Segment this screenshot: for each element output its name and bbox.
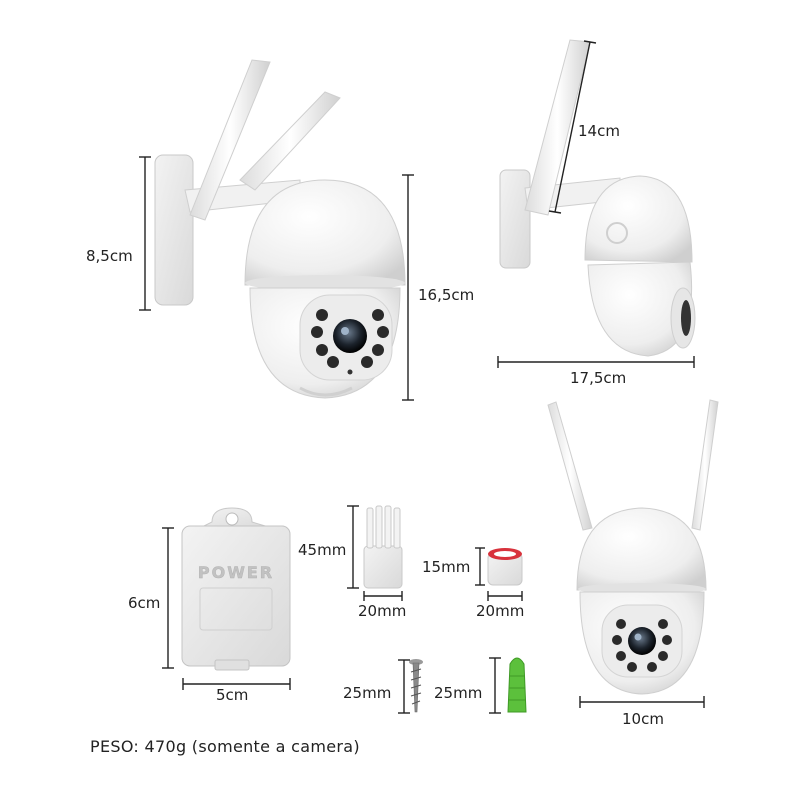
wall-plug (507, 657, 527, 713)
label-screw-length: 25mm (343, 684, 392, 702)
power-supply (181, 507, 291, 671)
label-side-depth: 17,5cm (570, 369, 627, 387)
label-anchor-height: 45mm (298, 541, 347, 559)
screw (409, 659, 423, 713)
label-front-total-height: 16,5cm (418, 286, 475, 304)
label-side-antenna: 14cm (578, 122, 620, 140)
weight-label: PESO: (90, 737, 140, 756)
rubber-cap (487, 548, 523, 586)
wall-anchor (363, 505, 403, 589)
label-power-width: 5cm (216, 686, 249, 704)
label-anchor-width: 20mm (358, 602, 407, 620)
label-front-height: 8,5cm (86, 247, 133, 265)
label-plug-length: 25mm (434, 684, 483, 702)
camera-side-view (499, 39, 696, 357)
label-cap-height: 15mm (422, 558, 471, 576)
weight-info: PESO: 470g (somente a camera) (90, 737, 360, 756)
weight-value: 470g (somente a camera) (144, 737, 360, 756)
camera-front-small (547, 399, 719, 695)
label-power-height: 6cm (128, 594, 161, 612)
measure-lines (139, 40, 705, 714)
label-cap-width: 20mm (476, 602, 525, 620)
camera-front-view (154, 59, 406, 399)
power-supply-label: POWER (198, 563, 274, 582)
label-camera-width: 10cm (622, 710, 664, 728)
